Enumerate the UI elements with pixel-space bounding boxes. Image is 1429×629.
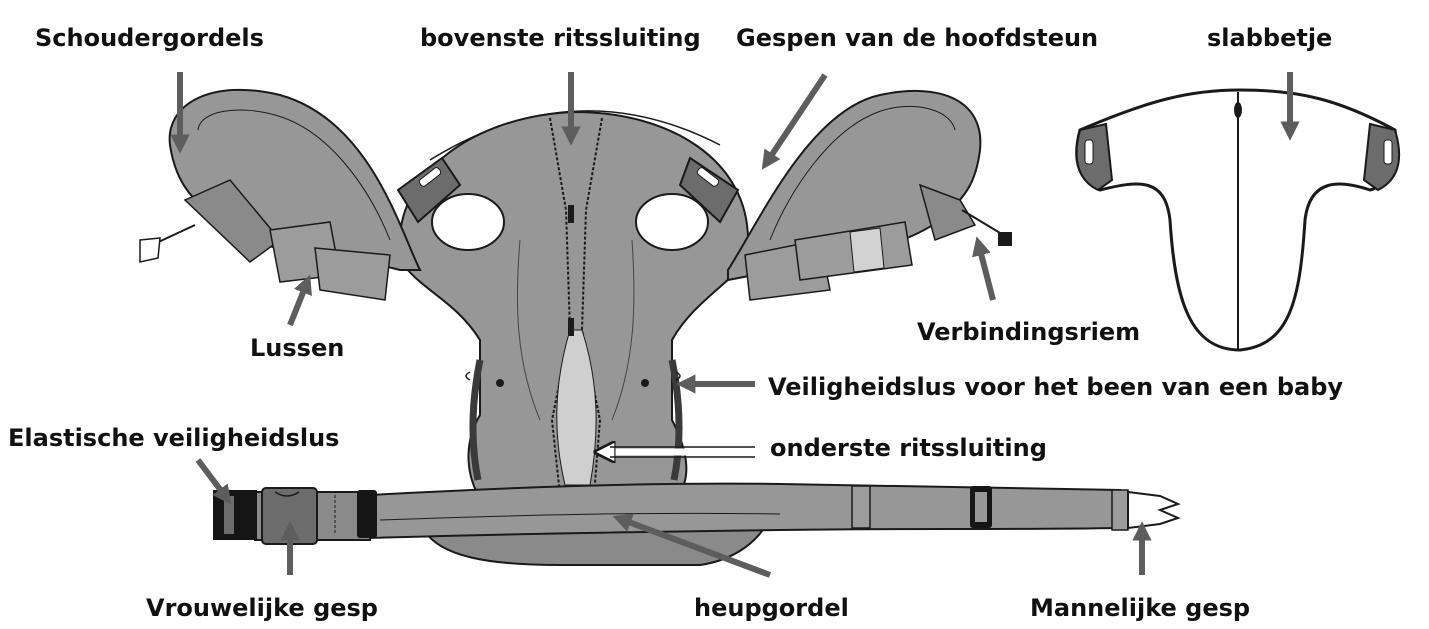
right-headrest-buckle [678, 156, 740, 224]
left-headrest-buckle [396, 156, 462, 224]
callout-arrows [170, 72, 1300, 578]
label-leg-safety-loop: Veiligheidslus voor het been van een bab… [768, 373, 1344, 401]
label-male-buckle: Mannelijke gesp [1030, 594, 1251, 622]
arrow-elastic-safety-loop [195, 458, 232, 505]
left-leg-opening [431, 193, 505, 251]
label-hip-belt: heupgordel [694, 594, 849, 622]
bib-shape [1075, 88, 1401, 352]
label-bib: slabbetje [1207, 24, 1333, 52]
label-loops: Lussen [250, 334, 345, 362]
arrow-loops [287, 274, 312, 327]
carrier-body [396, 110, 751, 496]
zipper-line [549, 117, 572, 496]
male-buckle-shape [1127, 490, 1181, 530]
label-lower-zipper: onderste ritssluiting [770, 434, 1047, 462]
label-elastic-safety-loop: Elastische veiligheidslus [8, 424, 340, 452]
arrow-headrest-buckles [761, 73, 828, 170]
right-leg-opening [635, 193, 709, 251]
label-connecting-strap: Verbindingsriem [917, 318, 1141, 346]
hip-belt [213, 482, 1181, 566]
left-shoulder-strap [139, 88, 422, 301]
arrow-connecting-strap [972, 236, 996, 301]
arrow-hip-belt [612, 513, 772, 578]
label-female-buckle: Vrouwelijke gesp [146, 594, 378, 622]
label-upper-zipper: bovenste ritssluiting [420, 24, 701, 52]
elastic-loop-shape [213, 490, 257, 540]
label-shoulder-straps: Schoudergordels [35, 24, 264, 52]
label-headrest-buckles: Gespen van de hoofdsteun [736, 24, 1099, 52]
right-shoulder-strap [727, 89, 1012, 301]
